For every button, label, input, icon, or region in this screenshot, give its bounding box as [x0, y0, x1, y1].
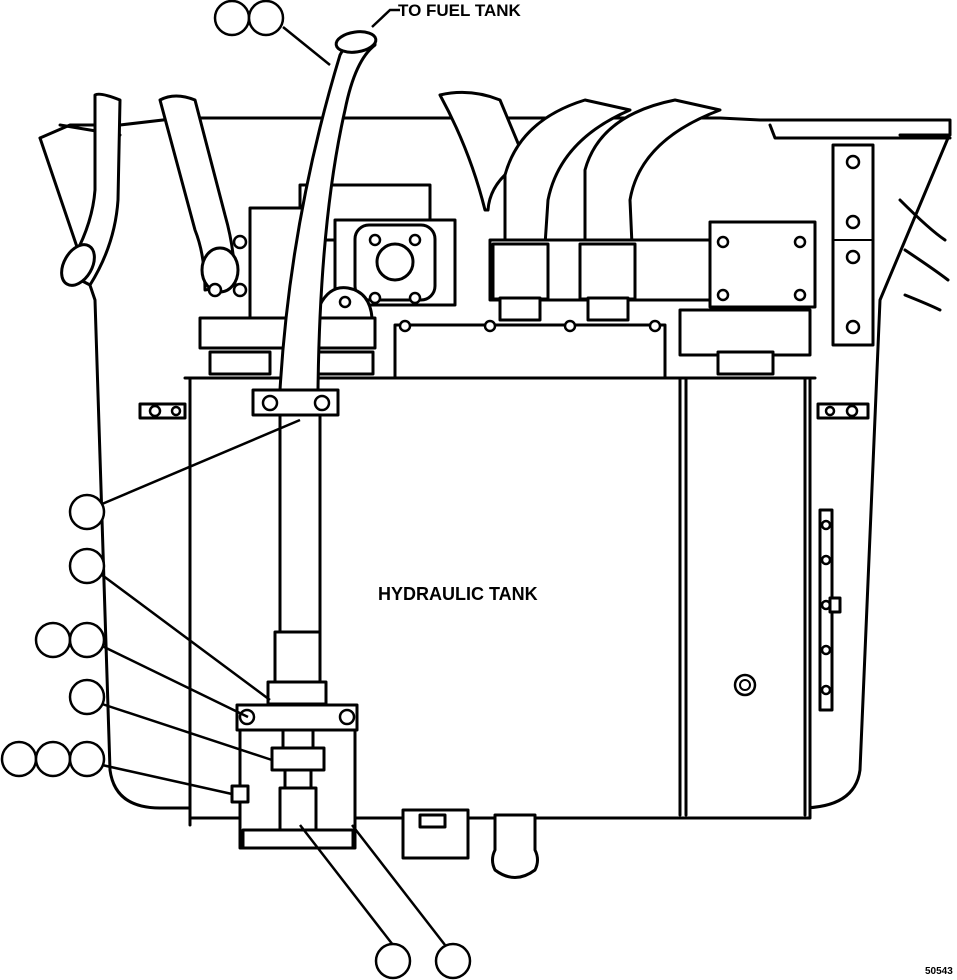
callout-top-a: [213, 0, 251, 37]
callout-bottom-right: [434, 942, 472, 980]
leader-lines: [99, 8, 446, 946]
callout-clamp: [68, 493, 106, 531]
figure-number: 50543: [925, 966, 953, 977]
callout-bolt-c: [68, 740, 106, 778]
bottom-drains: [401, 808, 539, 879]
fuel-tank-label: TO FUEL TANK: [398, 1, 522, 20]
callout-nut-a: [34, 621, 72, 659]
hydraulic-tank-label: HYDRAULIC TANK: [378, 584, 538, 604]
callout-bolt-a: [0, 740, 38, 778]
fittings-row: [488, 220, 817, 357]
left-hoses: [60, 92, 248, 298]
callout-nut-b: [68, 621, 106, 659]
callout-adapter: [68, 678, 106, 716]
fuel-line: [251, 30, 378, 637]
side-studs: [138, 402, 870, 420]
callout-fitting-upper: [68, 547, 106, 585]
callout-top-b: [247, 0, 285, 37]
right-bracket: [831, 143, 950, 347]
pump-block: [248, 183, 457, 322]
callout-bolt-b: [34, 740, 72, 778]
coupler-assembly: [230, 630, 359, 850]
right-hoses: [438, 90, 722, 247]
callout-bottom-left: [374, 942, 412, 980]
callout-circles: [0, 0, 472, 980]
